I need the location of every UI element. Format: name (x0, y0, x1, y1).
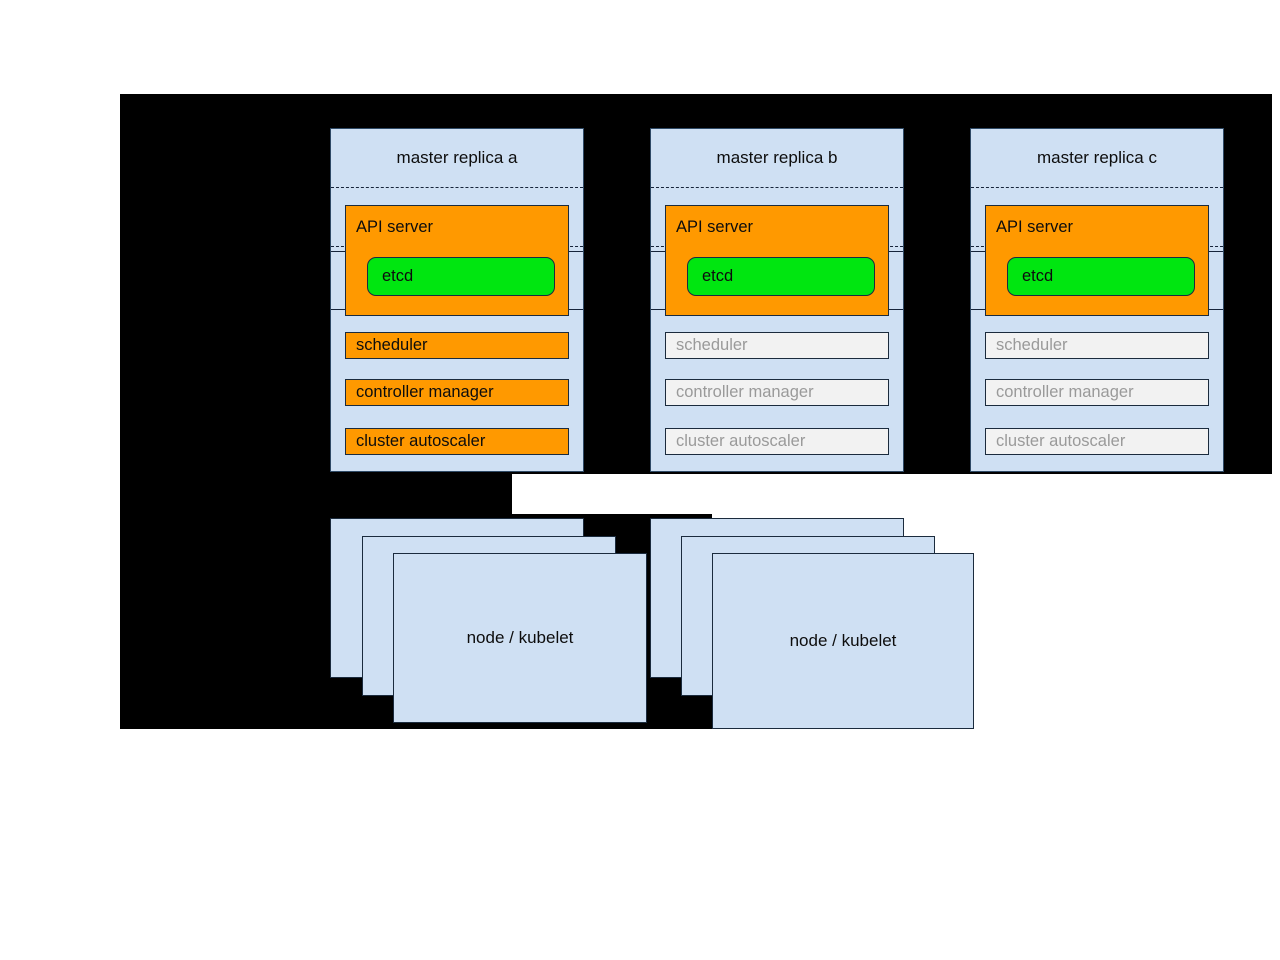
api-server-block-a[interactable]: API server etcd (345, 205, 569, 316)
master-replica-a-title: master replica a (396, 148, 518, 167)
etcd-box-b[interactable]: etcd (687, 257, 875, 296)
api-server-label: API server (996, 218, 1074, 236)
api-server-block-c[interactable]: API server etcd (985, 205, 1209, 316)
master-replica-a: master replica a API server etcd schedul… (330, 128, 584, 472)
master-replica-b-title: master replica b (716, 148, 838, 167)
api-server-label: API server (676, 218, 754, 236)
component-controller-manager-a[interactable]: controller manager (345, 379, 569, 406)
node-group-1-front[interactable]: node / kubelet (393, 553, 647, 723)
etcd-box-c[interactable]: etcd (1007, 257, 1195, 296)
etcd-box-a[interactable]: etcd (367, 257, 555, 296)
master-replica-c-title: master replica c (1037, 148, 1157, 167)
component-cluster-autoscaler-a[interactable]: cluster autoscaler (345, 428, 569, 455)
component-controller-manager-b[interactable]: controller manager (665, 379, 889, 406)
component-controller-manager-c[interactable]: controller manager (985, 379, 1209, 406)
component-cluster-autoscaler-c[interactable]: cluster autoscaler (985, 428, 1209, 455)
component-scheduler-b[interactable]: scheduler (665, 332, 889, 359)
node-kubelet-label-1: node / kubelet (466, 628, 574, 647)
node-kubelet-label-2: node / kubelet (789, 631, 897, 650)
api-server-label: API server (356, 218, 434, 236)
replica-a-divider-top (331, 187, 583, 188)
backdrop-left-mid (120, 474, 512, 514)
master-replica-b: master replica b API server etcd schedul… (650, 128, 904, 472)
replica-b-divider-top (651, 187, 903, 188)
component-scheduler-c[interactable]: scheduler (985, 332, 1209, 359)
node-group-2-front[interactable]: node / kubelet (712, 553, 974, 729)
api-server-block-b[interactable]: API server etcd (665, 205, 889, 316)
master-replica-c: master replica c API server etcd schedul… (970, 128, 1224, 472)
replica-c-divider-top (971, 187, 1223, 188)
component-scheduler-a[interactable]: scheduler (345, 332, 569, 359)
component-cluster-autoscaler-b[interactable]: cluster autoscaler (665, 428, 889, 455)
